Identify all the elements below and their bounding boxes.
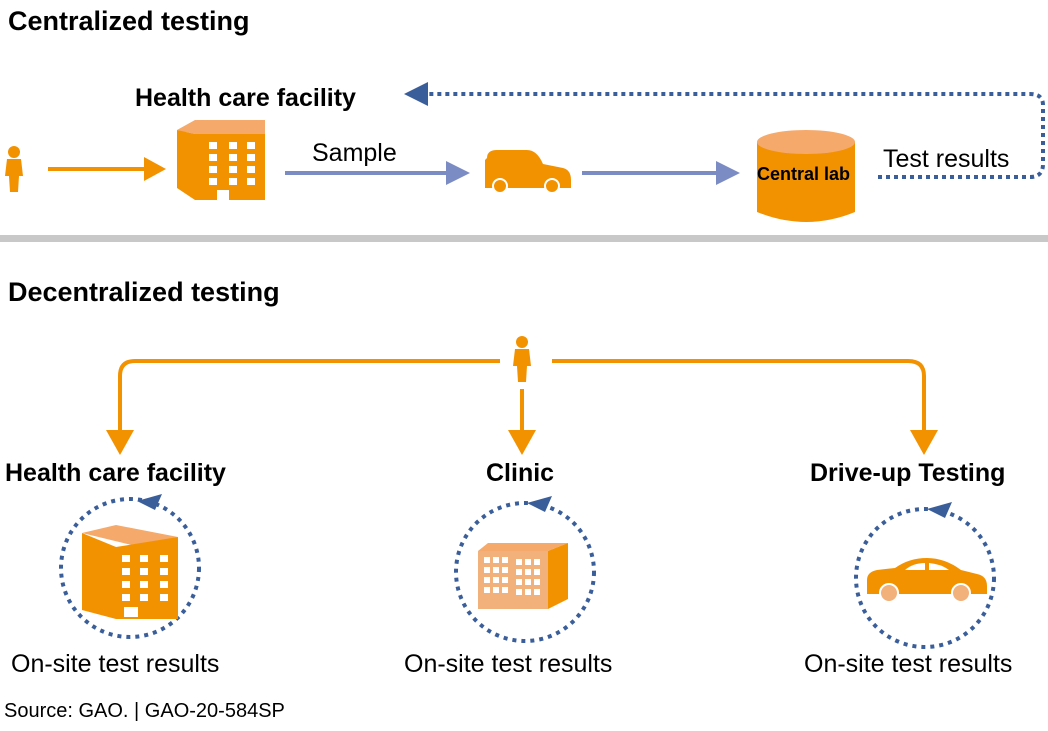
- source-note: Source: GAO. | GAO-20-584SP: [4, 700, 285, 722]
- section-divider: [0, 235, 1048, 242]
- onsite-cycle-clinic: [454, 496, 596, 643]
- onsite-cycle-driveup: [854, 502, 996, 649]
- arrow-facility-to-van: [285, 161, 470, 185]
- test-results-return-arrow: [404, 82, 1045, 179]
- arrow-person-to-facility: [48, 157, 166, 181]
- site-label-facility: Health care facility: [5, 459, 226, 487]
- central-facility-label: Health care facility: [135, 84, 356, 112]
- person-icon: [5, 146, 23, 192]
- sample-label: Sample: [312, 139, 397, 167]
- central-lab-label: Central lab: [757, 164, 850, 184]
- branch-arrowheads: [106, 430, 938, 455]
- clinic-icon: [478, 543, 568, 609]
- result-label-clinic: On-site test results: [404, 650, 613, 678]
- van-icon: [485, 150, 571, 194]
- branch-arrows: [118, 359, 926, 435]
- lab-cylinder-icon: [757, 130, 855, 222]
- arrow-van-to-lab: [582, 161, 740, 185]
- centralized-title: Centralized testing: [8, 6, 250, 36]
- site-label-driveup: Drive-up Testing: [810, 459, 1006, 487]
- person-icon: [513, 336, 531, 382]
- test-results-label: Test results: [883, 145, 1010, 173]
- building-icon: [177, 120, 265, 200]
- onsite-cycle-facility: [59, 494, 201, 639]
- decentralized-title: Decentralized testing: [8, 277, 280, 307]
- building-icon: [82, 525, 178, 619]
- car-icon: [867, 558, 987, 603]
- result-label-facility: On-site test results: [11, 650, 220, 678]
- result-label-driveup: On-site test results: [804, 650, 1013, 678]
- site-label-clinic: Clinic: [486, 459, 555, 487]
